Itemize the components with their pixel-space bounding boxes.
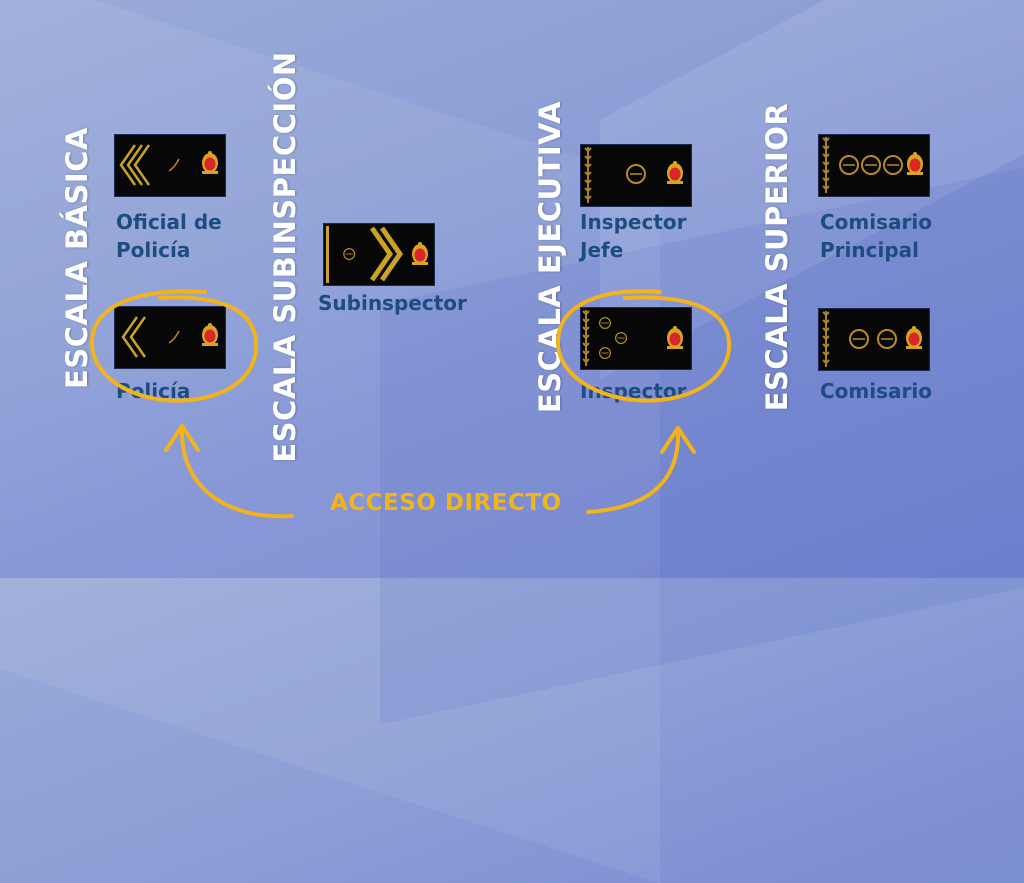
comisario-principal-label-line1: Comisario	[820, 210, 932, 234]
oficial-label-line1: Oficial de	[116, 210, 222, 234]
oficial-label: Oficial de Policía	[116, 208, 222, 264]
inspector-jefe-insignia	[580, 144, 692, 207]
subinspector-label: Subinspector	[318, 291, 467, 315]
right-arrowhead-icon	[660, 426, 696, 454]
right-arrow	[586, 428, 681, 514]
comisario-principal-label-line2: Principal	[820, 238, 919, 262]
inspector-jefe-label-line2: Jefe	[580, 238, 624, 262]
oficial-insignia	[114, 134, 226, 197]
scale-subinspeccion-heading: ESCALA SUBINSPECCIÓN	[268, 51, 302, 463]
oficial-label-line2: Policía	[116, 238, 191, 262]
inspector-jefe-label-line1: Inspector	[580, 210, 687, 234]
inspector-label: Inspector	[580, 379, 687, 403]
subinspector-insignia	[323, 223, 435, 286]
inspector-jefe-label: Inspector Jefe	[580, 208, 686, 264]
scale-basica-heading: ESCALA BÁSICA	[60, 127, 94, 389]
acceso-directo-label: ACCESO DIRECTO	[330, 490, 562, 516]
comisario-insignia	[818, 308, 930, 371]
policia-label: Policía	[116, 379, 191, 403]
scale-superior-heading: ESCALA SUPERIOR	[760, 102, 794, 412]
comisario-principal-label: Comisario Principal	[820, 208, 932, 264]
scale-ejecutiva-heading: ESCALA EJECUTIVA	[533, 100, 567, 414]
comisario-principal-insignia	[818, 134, 930, 197]
policia-insignia	[114, 306, 226, 369]
comisario-label: Comisario	[820, 379, 932, 403]
left-arrowhead-icon	[164, 424, 200, 452]
inspector-insignia	[580, 307, 692, 370]
